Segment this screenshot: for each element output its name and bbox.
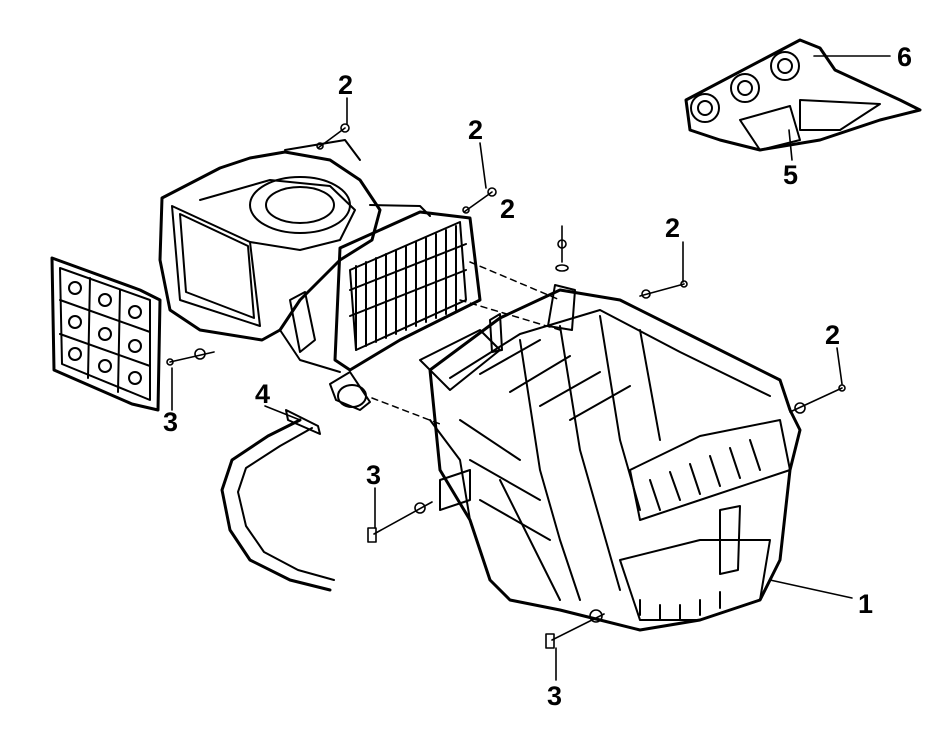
- callout-part-3: 3: [547, 681, 563, 711]
- air-filter-panel: [50, 256, 162, 412]
- blower-housing: [158, 139, 382, 373]
- leader-lines: [171, 55, 891, 681]
- fasteners: [166, 123, 846, 649]
- callout-part-2: 2: [500, 194, 516, 224]
- callout-part-2: 2: [825, 320, 841, 350]
- assembly-guide-lines: [371, 261, 561, 425]
- callout-part-4: 4: [255, 379, 271, 409]
- control-panel: [684, 38, 922, 152]
- callout-part-3: 3: [163, 407, 179, 437]
- drain-hose: [220, 409, 335, 592]
- callout-part-2: 2: [468, 115, 484, 145]
- callout-part-6: 6: [897, 42, 913, 72]
- heater-case-assembly: [419, 284, 802, 632]
- callout-part-2: 2: [338, 70, 354, 100]
- callout-part-1: 1: [858, 589, 874, 619]
- callout-part-3: 3: [366, 460, 382, 490]
- callout-part-5: 5: [783, 160, 799, 190]
- evaporator-core: [329, 204, 482, 411]
- callout-part-2: 2: [665, 213, 681, 243]
